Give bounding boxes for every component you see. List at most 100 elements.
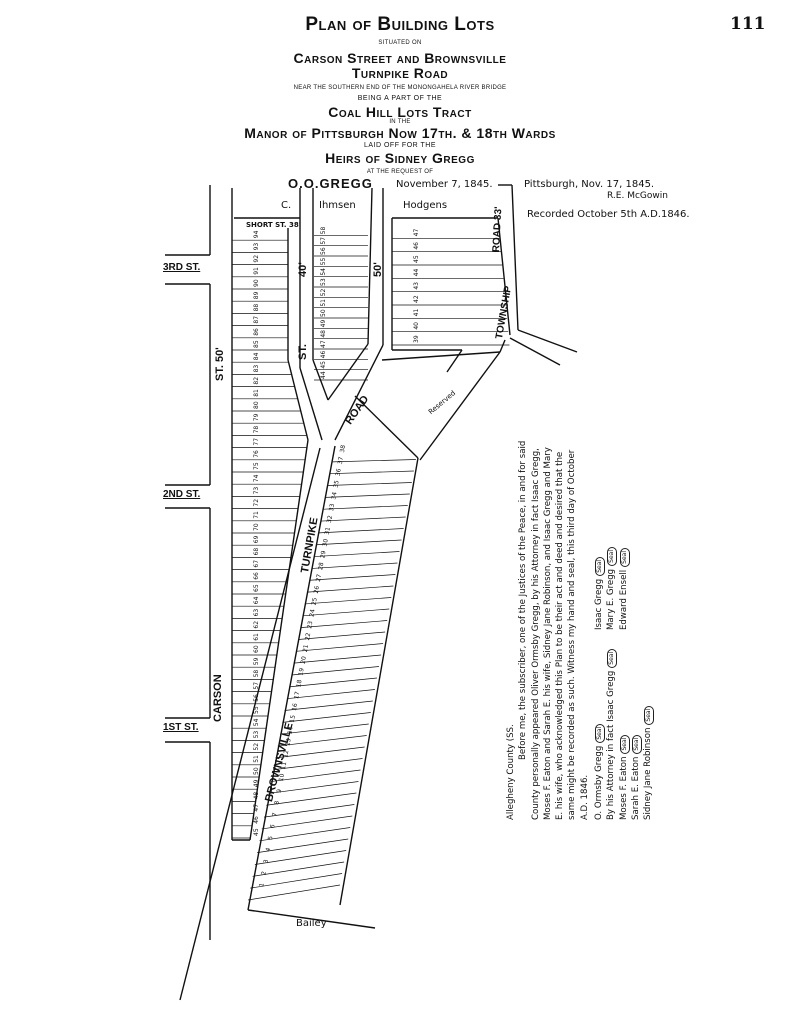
lot-line xyxy=(330,470,414,475)
lot-number: 3 xyxy=(263,859,271,864)
lot-line xyxy=(257,838,349,853)
acknowledgement-block: Allegheny County (SS. Before me, the sub… xyxy=(505,440,655,820)
lot-number: 33 xyxy=(328,503,336,512)
lot-number: 14 xyxy=(287,726,295,735)
lot-number: 44 xyxy=(320,371,327,379)
lot-number: 4 xyxy=(265,847,273,852)
signature-name: Sidney Jane Robinson xyxy=(643,727,654,820)
lot-number: 13 xyxy=(284,738,292,747)
title-heirs: Heirs of Sidney Gregg xyxy=(325,150,475,166)
east-block-line xyxy=(497,217,511,336)
lot-line xyxy=(261,815,353,830)
lot-line xyxy=(270,769,361,782)
signature-line: Sarah E. EatonSeal xyxy=(630,630,642,820)
lot-number: 64 xyxy=(253,596,260,604)
lot-line xyxy=(332,459,416,463)
lot-number: 62 xyxy=(253,621,260,629)
lot-number: 54 xyxy=(320,268,327,276)
lot-number: 47 xyxy=(413,229,420,237)
lot-number: 41 xyxy=(413,309,420,317)
block-line xyxy=(249,439,309,841)
lot-number: 35 xyxy=(332,480,340,489)
lot-number: 49 xyxy=(320,320,327,328)
lot-number: 17 xyxy=(293,691,301,700)
lot-number: 26 xyxy=(313,585,321,594)
lot-line xyxy=(314,551,400,557)
lot-number: 39 xyxy=(413,335,420,343)
lot-number: 9 xyxy=(276,788,284,793)
signature-line: By his Attorney in fact Isaac GreggSeal xyxy=(605,630,618,820)
lot-number: 53 xyxy=(253,731,260,739)
lot-number: 74 xyxy=(253,474,260,482)
hodgens-label: Hodgens xyxy=(403,200,448,211)
requester-name: O.O.GREGG xyxy=(288,176,373,191)
title-tract: Coal Hill Lots Tract xyxy=(328,104,472,120)
lot-number: 37 xyxy=(337,456,345,465)
signature-name: O. Ormsby Gregg xyxy=(594,745,605,820)
lot-number: 18 xyxy=(295,679,303,688)
lot-number: 7 xyxy=(271,812,279,817)
lot-line xyxy=(252,861,345,877)
lot-line xyxy=(300,620,388,628)
east-lower-line xyxy=(446,349,463,373)
lot-line xyxy=(289,677,377,688)
title-manor: Manor of Pittsburgh Now 17th. & 18th War… xyxy=(244,125,556,141)
middle-block-line xyxy=(327,343,369,401)
lot-number: 11 xyxy=(280,761,288,770)
lot-number: 55 xyxy=(253,706,260,714)
lot-line xyxy=(275,746,365,759)
lot-line xyxy=(266,792,357,806)
lot-number: 21 xyxy=(302,644,310,653)
road-north-line xyxy=(499,339,506,353)
lot-number: 93 xyxy=(253,243,260,251)
title-being-part: Being a part of the xyxy=(357,95,443,102)
lot-number: 72 xyxy=(253,499,260,507)
lot-number: 87 xyxy=(253,316,260,324)
recorded-date: Recorded October 5th A.D.1846. xyxy=(527,209,690,220)
lot-number: 92 xyxy=(253,255,260,263)
lot-number: 28 xyxy=(317,562,325,571)
lot-number: 51 xyxy=(253,755,260,763)
lot-number: 69 xyxy=(253,535,260,543)
turnpike-east-line xyxy=(247,445,336,911)
lot-number: 44 xyxy=(413,269,420,277)
lot-number: 15 xyxy=(289,714,297,723)
lot-number: 47 xyxy=(320,340,327,348)
c-label: C. xyxy=(281,200,292,211)
lot-number: 67 xyxy=(253,560,260,568)
lot-number: 85 xyxy=(253,340,260,348)
lot-number: 91 xyxy=(253,267,260,275)
lot-number: 24 xyxy=(308,609,316,618)
lot-number: 42 xyxy=(413,295,420,303)
lot-number: 51 xyxy=(320,299,327,307)
plan-title: Plan of Building Lots xyxy=(305,14,495,35)
third-street-label: 3RD ST. xyxy=(163,262,201,273)
seal-mark: Seal xyxy=(619,547,630,567)
page-number: 111 xyxy=(730,14,766,34)
lot-line xyxy=(268,781,359,794)
lot-line xyxy=(284,700,373,711)
st40-line xyxy=(299,367,323,441)
signature-line: Sidney Jane RobinsonSeal xyxy=(642,630,655,820)
lot-number: 25 xyxy=(311,597,319,606)
lot-number: 63 xyxy=(253,609,260,617)
st40-width-label: 40' xyxy=(297,262,309,277)
turnpike-block-line xyxy=(339,457,419,906)
lot-number: 56 xyxy=(253,694,260,702)
lot-number: 57 xyxy=(320,237,327,245)
lot-number: 58 xyxy=(253,670,260,678)
lot-number: 58 xyxy=(320,227,327,235)
lot-number: 56 xyxy=(320,247,327,255)
seal-mark: Seal xyxy=(607,547,618,566)
lot-line xyxy=(259,827,351,842)
lot-number: 36 xyxy=(335,468,343,477)
lot-line xyxy=(328,482,412,486)
signature-name: By his Attorney in fact Isaac Gregg xyxy=(606,670,617,820)
lot-number: 88 xyxy=(253,304,260,312)
lot-number: 40 xyxy=(413,322,420,330)
lot-line xyxy=(286,689,375,700)
lot-line xyxy=(250,873,343,889)
ack-body: Before me, the subscriber, one of the Ju… xyxy=(518,440,590,820)
middle-block-line xyxy=(367,187,373,345)
title-request: at the Request of xyxy=(366,169,434,175)
